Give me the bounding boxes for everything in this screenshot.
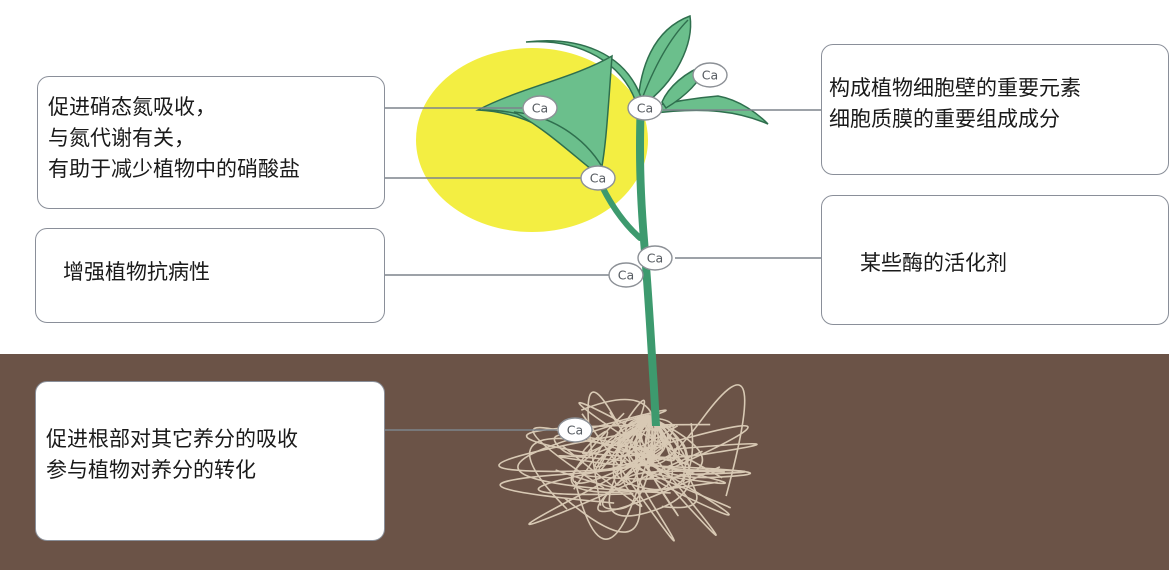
ca-marker-stem-lower: Ca — [608, 262, 644, 288]
enzyme-activator-box: 某些酶的活化剂 — [821, 195, 1169, 325]
disease-resistance-box: 增强植物抗病性 — [35, 228, 385, 323]
ca-marker-branch: Ca — [580, 165, 616, 191]
connector-lines — [385, 107, 821, 431]
root-strand — [612, 417, 694, 491]
top-leaf — [637, 14, 692, 107]
root-absorption-box: 促进根部对其它养分的吸收 参与植物对养分的转化 — [35, 381, 385, 541]
ca-marker-right-leaf: Ca — [692, 62, 728, 88]
svg-text:Ca: Ca — [532, 101, 548, 116]
root-strand — [634, 417, 717, 536]
root-system — [498, 384, 758, 542]
ca-marker-stem-upper: Ca — [627, 95, 663, 121]
disease-resistance-line: 增强植物抗病性 — [63, 260, 210, 284]
root-strand — [572, 412, 663, 484]
root-absorption-line-2: 参与植物对养分的转化 — [46, 458, 256, 482]
cell-wall-box: 构成植物细胞壁的重要元素 细胞质膜的重要组成成分 — [821, 44, 1169, 175]
root-strand — [528, 417, 672, 510]
leaf-nitrogen-line-2: 与氮代谢有关， — [48, 126, 195, 150]
root-absorption-line-1: 促进根部对其它养分的吸收 — [46, 427, 298, 451]
svg-text:Ca: Ca — [702, 68, 718, 83]
svg-text:Ca: Ca — [590, 171, 606, 186]
root-strand — [499, 417, 679, 504]
ca-marker-leaf-left: Ca — [522, 95, 558, 121]
root-strand — [592, 399, 653, 474]
root-strand — [633, 417, 746, 476]
svg-text:Ca: Ca — [647, 251, 663, 266]
root-strand — [528, 417, 703, 526]
svg-text:Ca: Ca — [618, 268, 634, 283]
ca-marker-root: Ca — [557, 417, 593, 443]
cell-wall-line-1: 构成植物细胞壁的重要元素 — [829, 76, 1081, 100]
enzyme-activator-line: 某些酶的活化剂 — [860, 251, 1007, 275]
root-strand — [578, 401, 723, 479]
svg-text:Ca: Ca — [567, 423, 583, 438]
svg-text:Ca: Ca — [637, 101, 653, 116]
top-leaf-vein — [639, 19, 689, 105]
lower-left-leaf — [513, 111, 608, 177]
leaf-nitrogen-line-3: 有助于减少植物中的硝酸盐 — [48, 157, 300, 181]
root-strand — [573, 417, 653, 490]
arching-leaf — [525, 40, 643, 103]
root-strand — [557, 417, 664, 466]
leaf-nitrogen-line-1: 促进硝态氮吸收， — [48, 95, 216, 119]
cell-wall-line-2: 细胞质膜的重要组成成分 — [829, 107, 1060, 131]
ca-marker-stem-mid: Ca — [637, 245, 673, 271]
root-strand — [651, 417, 698, 509]
leaf-nitrogen-box: 促进硝态氮吸收， 与氮代谢有关， 有助于减少植物中的硝酸盐 — [37, 76, 385, 209]
root-strand — [625, 417, 725, 485]
